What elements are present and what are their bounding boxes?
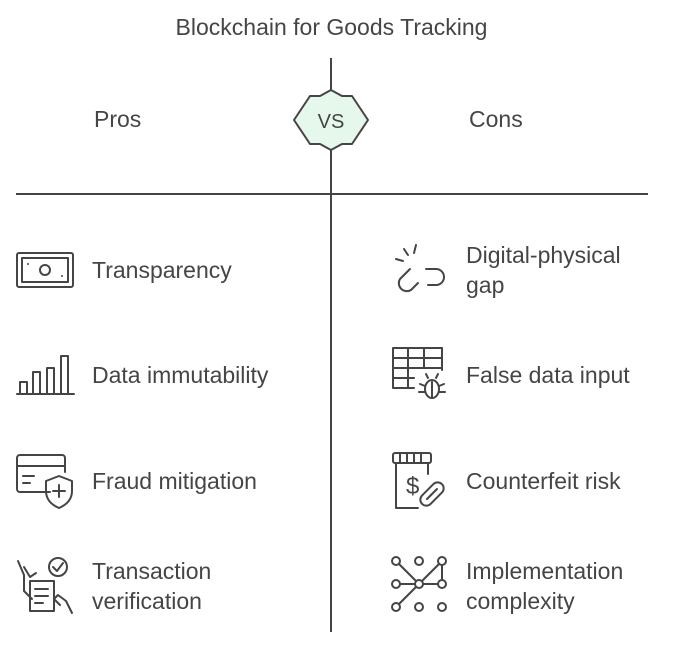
con-item-digital-physical-gap: Digital-physical gap (388, 239, 646, 301)
con-label: Digital-physical gap (466, 242, 621, 298)
bar-chart-icon (14, 344, 76, 406)
vs-label: VS (318, 111, 345, 133)
con-label: Counterfeit risk (466, 468, 621, 494)
svg-text:$: $ (406, 473, 419, 500)
broken-link-icon (388, 239, 450, 301)
diagram-title: Blockchain for Goods Tracking (175, 14, 488, 40)
vertical-divider (330, 58, 332, 632)
pro-item-data-immutability: Data immutability (14, 344, 272, 406)
pro-item-fraud-mitigation: Fraud mitigation (14, 450, 272, 512)
cons-header: Cons (469, 106, 523, 132)
horizontal-divider (16, 193, 648, 195)
pro-label: Fraud mitigation (92, 468, 257, 494)
con-item-counterfeit-risk: $ Counterfeit risk (388, 450, 646, 512)
network-nodes-icon (388, 555, 450, 617)
banknote-icon (14, 239, 76, 301)
con-item-implementation-complexity: Implementation complexity (388, 555, 646, 617)
pill-bottle-icon: $ (388, 450, 450, 512)
vs-badge: VS (292, 88, 370, 152)
pro-label: Transaction verification (92, 558, 212, 614)
pro-label: Data immutability (92, 362, 269, 388)
pro-label: Transparency (92, 257, 232, 283)
con-item-false-data-input: False data input (388, 344, 646, 406)
table-bug-icon (388, 344, 450, 406)
pro-item-transaction-verification: Transaction verification (14, 555, 272, 617)
pros-header: Pros (94, 106, 142, 132)
con-label: Implementation complexity (466, 558, 624, 614)
card-shield-icon (14, 450, 76, 512)
hand-document-check-icon (14, 555, 76, 617)
pro-item-transparency: Transparency (14, 239, 272, 301)
con-label: False data input (466, 362, 630, 388)
